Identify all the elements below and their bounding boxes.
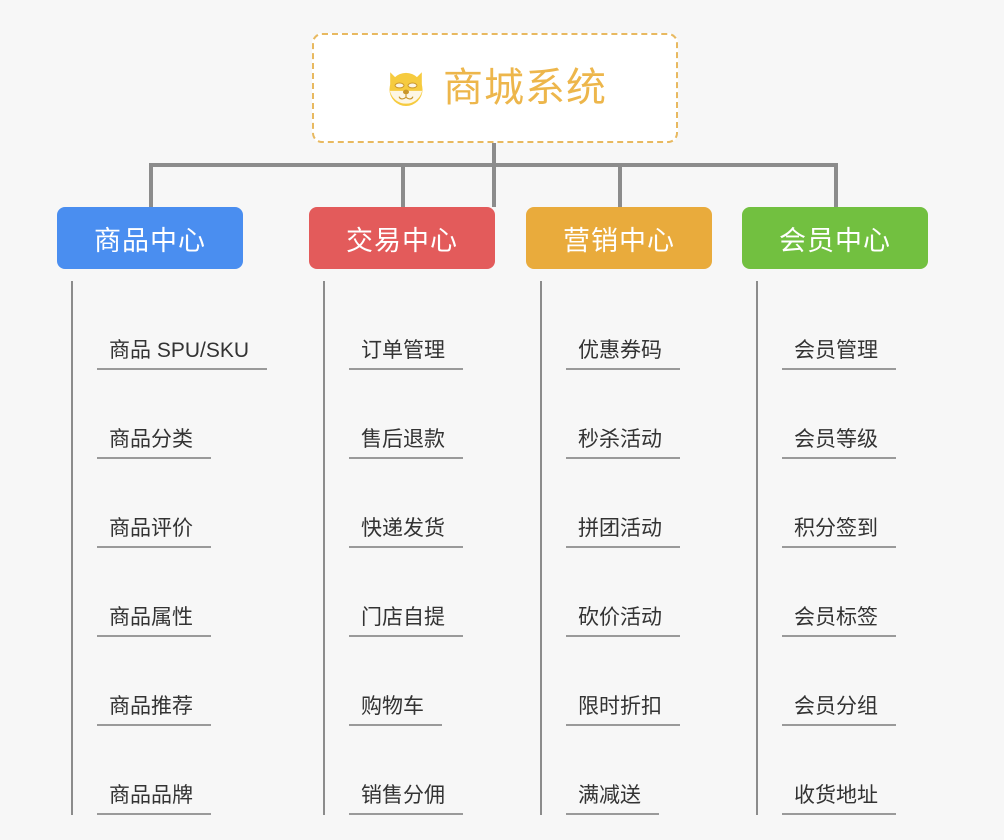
list-item[interactable]: 积分签到 xyxy=(758,459,928,548)
list-item-label: 快递发货 xyxy=(349,518,463,548)
category-column-marketing: 营销中心 优惠券码 秒杀活动 拼团活动 砍价活动 限时折扣 满减送 xyxy=(526,207,712,815)
list-item-label: 会员标签 xyxy=(782,607,896,637)
list-item[interactable]: 会员管理 xyxy=(758,281,928,370)
connector-drop-member xyxy=(834,163,838,207)
list-item-label: 售后退款 xyxy=(349,429,463,459)
list-item-label: 商品推荐 xyxy=(97,696,211,726)
list-item-label: 积分签到 xyxy=(782,518,896,548)
category-header-product[interactable]: 商品中心 xyxy=(57,207,243,269)
list-item-label: 会员管理 xyxy=(782,340,896,370)
connector-drop-marketing xyxy=(618,163,622,207)
category-column-trade: 交易中心 订单管理 售后退款 快递发货 门店自提 购物车 销售分佣 xyxy=(309,207,495,815)
list-item[interactable]: 商品属性 xyxy=(73,548,243,637)
list-item-label: 商品 SPU/SKU xyxy=(97,340,268,370)
page-title: 商城系统 xyxy=(443,66,607,110)
connector-root-stem xyxy=(492,143,496,207)
list-item-label: 商品属性 xyxy=(97,607,211,637)
list-item[interactable]: 会员标签 xyxy=(758,548,928,637)
list-item-label: 商品评价 xyxy=(97,518,211,548)
list-item-label: 门店自提 xyxy=(349,607,463,637)
connector-horizontal-bus xyxy=(149,163,837,167)
list-item-label: 限时折扣 xyxy=(566,696,680,726)
list-item[interactable]: 满减送 xyxy=(542,726,712,815)
list-item[interactable]: 订单管理 xyxy=(325,281,495,370)
category-column-member: 会员中心 会员管理 会员等级 积分签到 会员标签 会员分组 收货地址 xyxy=(742,207,928,815)
list-item[interactable]: 商品 SPU/SKU xyxy=(73,281,268,370)
connector-drop-trade xyxy=(401,163,405,207)
list-item[interactable]: 商品品牌 xyxy=(73,726,243,815)
list-item[interactable]: 限时折扣 xyxy=(542,637,712,726)
leaf-list-member: 会员管理 会员等级 积分签到 会员标签 会员分组 收货地址 xyxy=(756,281,928,815)
list-item[interactable]: 销售分佣 xyxy=(325,726,495,815)
category-header-marketing[interactable]: 营销中心 xyxy=(526,207,712,269)
list-item[interactable]: 商品分类 xyxy=(73,370,243,459)
list-item[interactable]: 购物车 xyxy=(325,637,495,726)
list-item-label: 秒杀活动 xyxy=(566,429,680,459)
list-item-label: 购物车 xyxy=(349,696,442,726)
list-item-label: 拼团活动 xyxy=(566,518,680,548)
list-item-label: 商品分类 xyxy=(97,429,211,459)
list-item[interactable]: 收货地址 xyxy=(758,726,928,815)
leaf-list-trade: 订单管理 售后退款 快递发货 门店自提 购物车 销售分佣 xyxy=(323,281,495,815)
shiba-dog-icon xyxy=(389,72,423,106)
list-item-label: 优惠券码 xyxy=(566,340,680,370)
root-node: 商城系统 xyxy=(312,33,678,143)
leaf-list-marketing: 优惠券码 秒杀活动 拼团活动 砍价活动 限时折扣 满减送 xyxy=(540,281,712,815)
list-item[interactable]: 会员等级 xyxy=(758,370,928,459)
category-header-trade[interactable]: 交易中心 xyxy=(309,207,495,269)
list-item[interactable]: 拼团活动 xyxy=(542,459,712,548)
list-item-label: 会员分组 xyxy=(782,696,896,726)
list-item-label: 满减送 xyxy=(566,785,659,815)
list-item-label: 收货地址 xyxy=(782,785,896,815)
list-item[interactable]: 门店自提 xyxy=(325,548,495,637)
list-item[interactable]: 商品推荐 xyxy=(73,637,243,726)
list-item[interactable]: 砍价活动 xyxy=(542,548,712,637)
leaf-list-product: 商品 SPU/SKU 商品分类 商品评价 商品属性 商品推荐 商品品牌 xyxy=(71,281,268,815)
category-column-product: 商品中心 商品 SPU/SKU 商品分类 商品评价 商品属性 商品推荐 商品品牌 xyxy=(57,207,268,815)
list-item[interactable]: 会员分组 xyxy=(758,637,928,726)
list-item[interactable]: 优惠券码 xyxy=(542,281,712,370)
list-item-label: 订单管理 xyxy=(349,340,463,370)
list-item[interactable]: 商品评价 xyxy=(73,459,243,548)
list-item[interactable]: 快递发货 xyxy=(325,459,495,548)
list-item-label: 销售分佣 xyxy=(349,785,463,815)
list-item-label: 商品品牌 xyxy=(97,785,211,815)
list-item-label: 砍价活动 xyxy=(566,607,680,637)
category-header-member[interactable]: 会员中心 xyxy=(742,207,928,269)
list-item-label: 会员等级 xyxy=(782,429,896,459)
connector-drop-product xyxy=(149,163,153,207)
list-item[interactable]: 秒杀活动 xyxy=(542,370,712,459)
list-item[interactable]: 售后退款 xyxy=(325,370,495,459)
